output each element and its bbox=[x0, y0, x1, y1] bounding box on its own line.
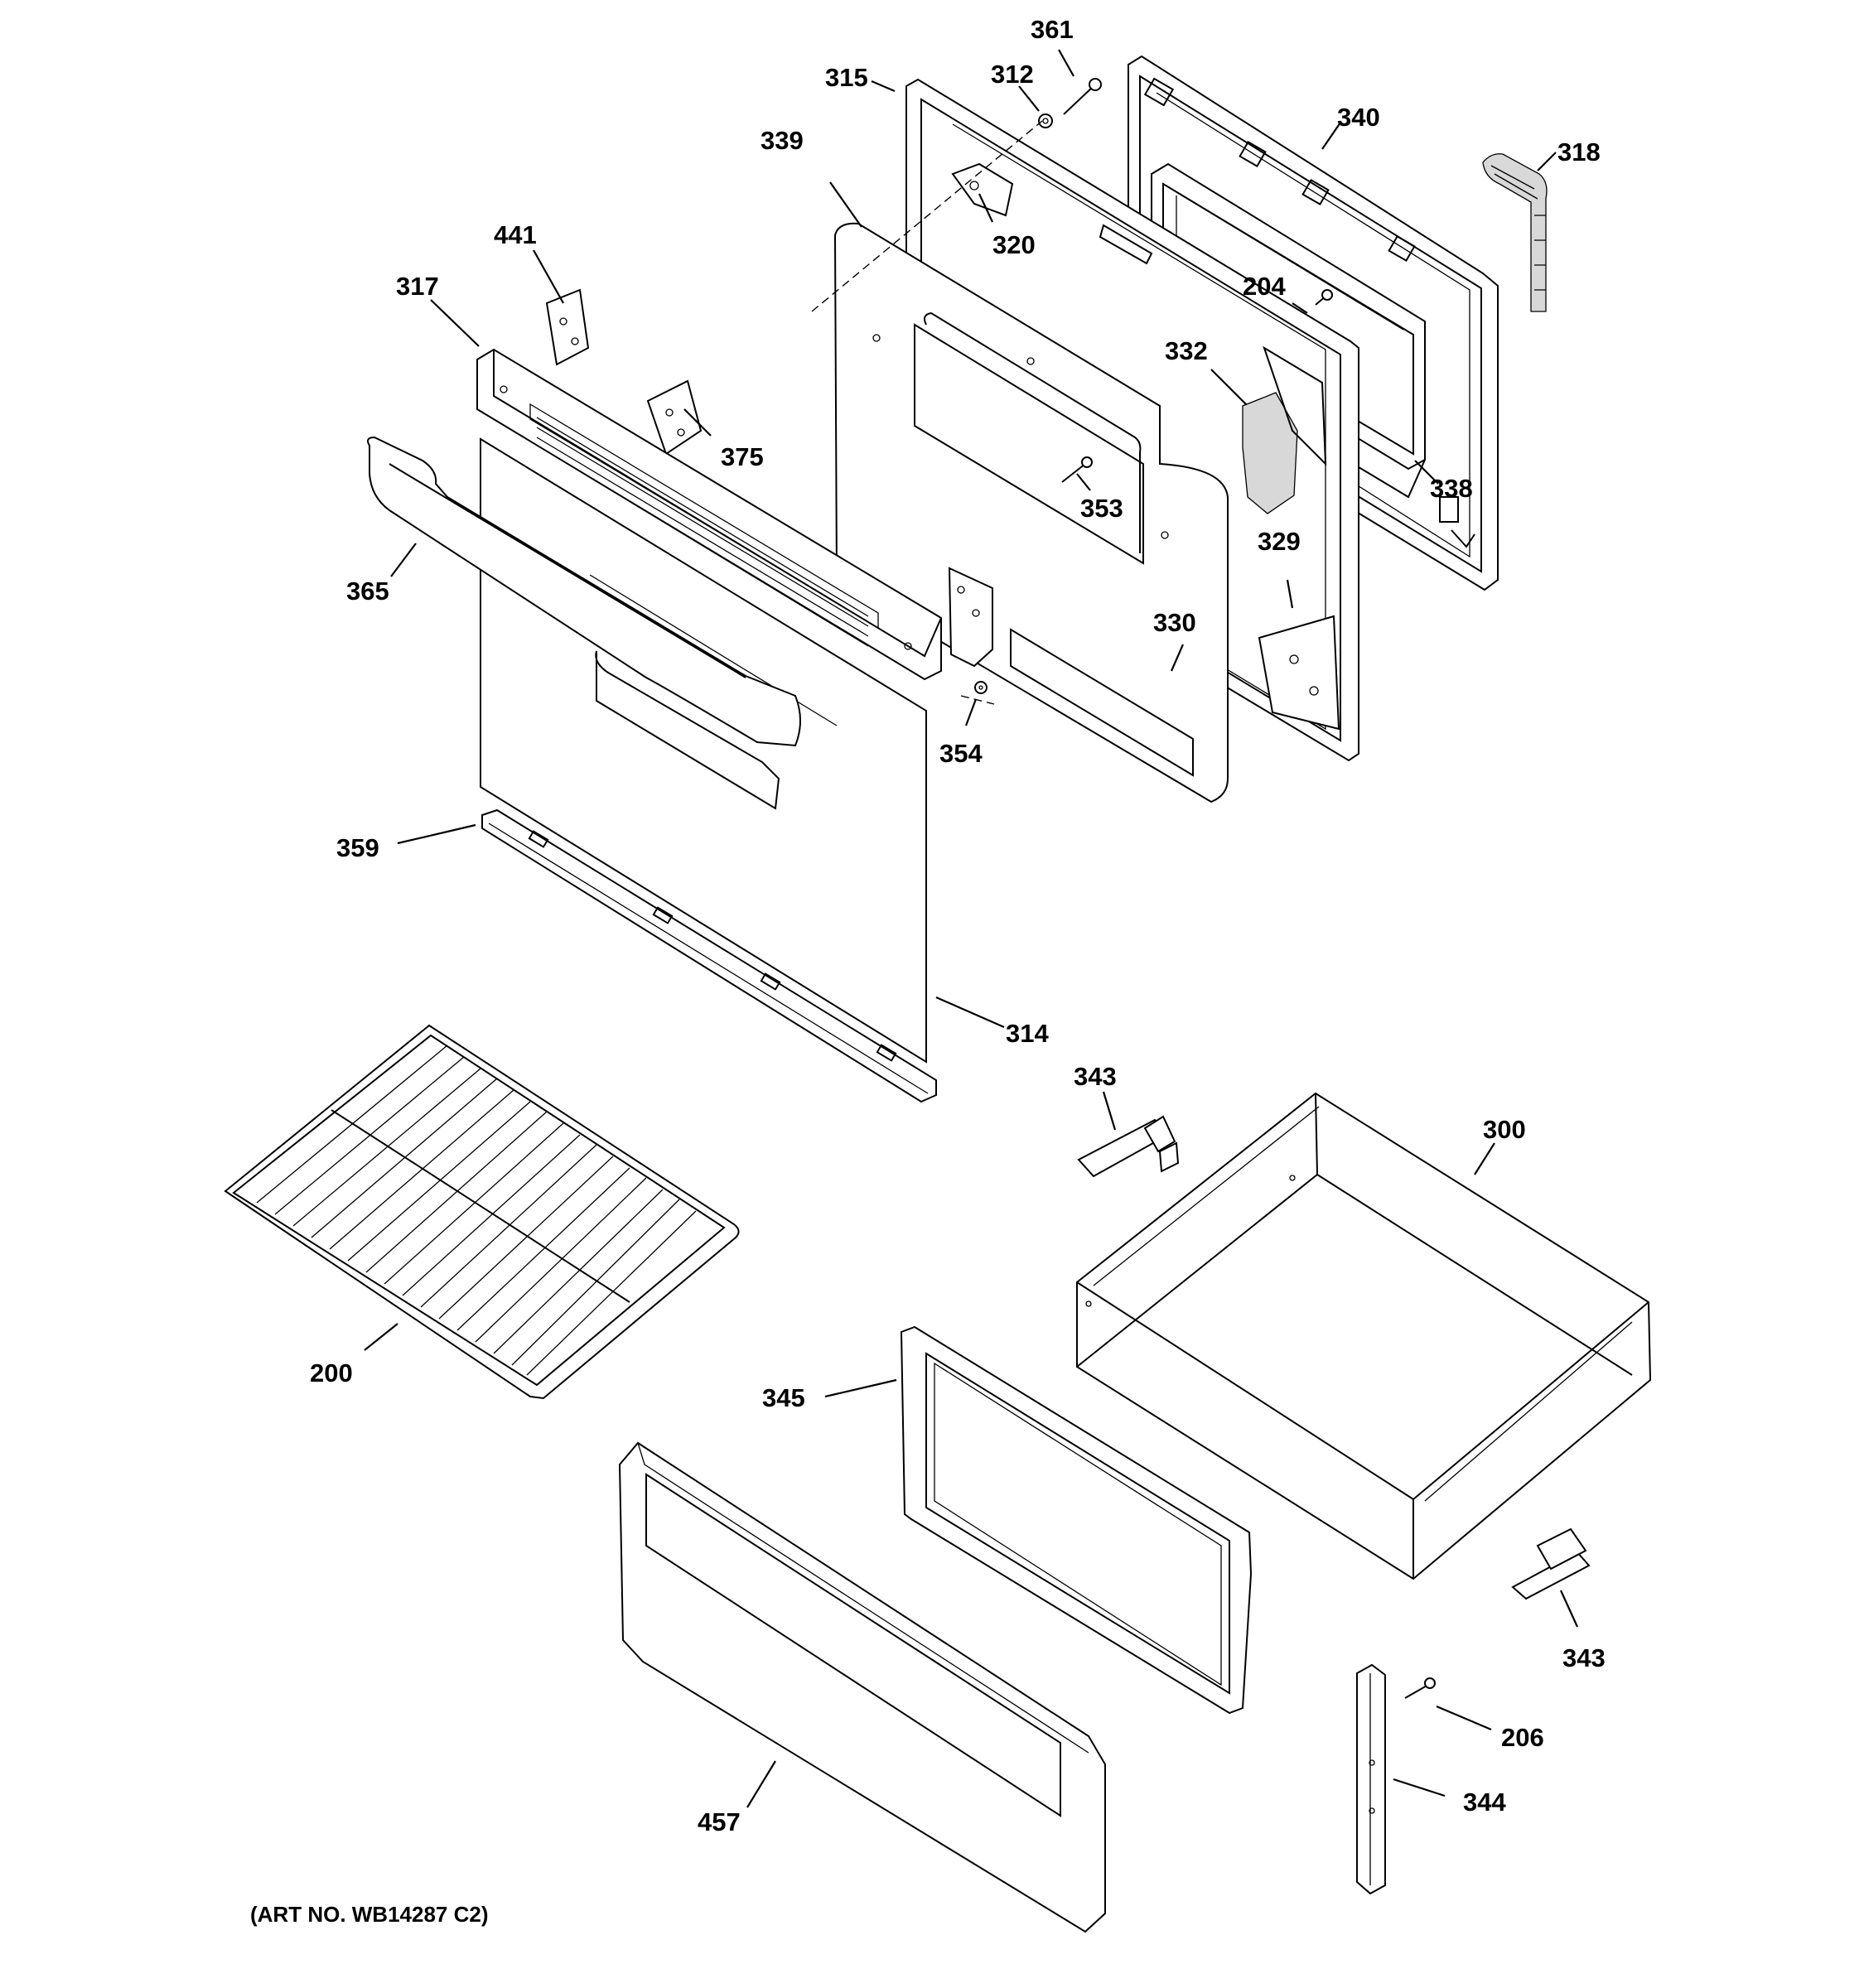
callout-314: 314 bbox=[1006, 1019, 1049, 1048]
part-206-screw bbox=[1404, 1677, 1436, 1699]
callout-200: 200 bbox=[310, 1358, 353, 1387]
part-332-hinge-insulation bbox=[1242, 345, 1327, 514]
callout-206: 206 bbox=[1501, 1723, 1544, 1752]
callout-labels: 361 312 315 340 318 339 320 204 441 317 … bbox=[310, 15, 1606, 1836]
callout-361: 361 bbox=[1031, 15, 1074, 44]
part-359-bottom-trim bbox=[481, 808, 937, 1103]
art-number: (ART NO. WB14287 C2) bbox=[250, 1902, 489, 1927]
callout-343-lower: 343 bbox=[1562, 1643, 1606, 1672]
callout-353: 353 bbox=[1080, 494, 1123, 523]
callout-330: 330 bbox=[1153, 608, 1196, 637]
callout-315: 315 bbox=[825, 63, 868, 92]
callout-344: 344 bbox=[1463, 1788, 1506, 1817]
part-365-door-handle bbox=[367, 436, 801, 810]
part-344-side-rail bbox=[1356, 1663, 1386, 1895]
part-320-hinge-bracket bbox=[951, 162, 1014, 217]
callout-338: 338 bbox=[1430, 474, 1473, 503]
part-318-door-gasket bbox=[1482, 153, 1548, 312]
part-345-drawer-inner-panel bbox=[900, 1325, 1253, 1715]
leader-lines bbox=[364, 49, 1579, 1808]
callout-354: 354 bbox=[939, 739, 983, 768]
part-300-drawer-body bbox=[1076, 1092, 1652, 1580]
callout-345: 345 bbox=[762, 1383, 805, 1412]
callout-320: 320 bbox=[992, 230, 1036, 259]
callout-375: 375 bbox=[721, 442, 764, 471]
part-hinge-plate-center bbox=[948, 567, 993, 668]
part-339-inner-door-panel bbox=[833, 222, 1229, 803]
callout-204: 204 bbox=[1243, 272, 1286, 301]
part-312-nut bbox=[1038, 113, 1053, 128]
callout-441: 441 bbox=[494, 220, 537, 249]
callout-343-upper: 343 bbox=[1074, 1062, 1117, 1091]
part-354-screw bbox=[974, 681, 988, 694]
part-343-drawer-glide-upper bbox=[1077, 1115, 1180, 1178]
callout-329: 329 bbox=[1258, 527, 1301, 556]
callout-332: 332 bbox=[1165, 336, 1208, 365]
part-200-oven-rack bbox=[224, 1024, 740, 1400]
part-353-screw bbox=[1061, 456, 1093, 483]
part-441-bracket bbox=[545, 288, 590, 366]
part-329-hinge-bracket-lower bbox=[1258, 615, 1340, 731]
part-457-drawer-front bbox=[618, 1441, 1106, 1933]
callout-318: 318 bbox=[1557, 138, 1601, 166]
callout-365: 365 bbox=[346, 577, 389, 606]
callout-300: 300 bbox=[1483, 1115, 1526, 1144]
part-343-drawer-glide-lower bbox=[1511, 1527, 1591, 1600]
part-317-vent-trim bbox=[476, 348, 942, 681]
part-204-screw bbox=[1315, 289, 1333, 306]
callout-340: 340 bbox=[1337, 103, 1380, 132]
callout-359: 359 bbox=[336, 833, 379, 862]
callout-457: 457 bbox=[698, 1807, 741, 1836]
callout-317: 317 bbox=[396, 272, 439, 301]
callout-339: 339 bbox=[761, 126, 804, 155]
callout-312: 312 bbox=[991, 60, 1034, 89]
part-361-screw bbox=[1063, 78, 1102, 115]
part-375-bracket bbox=[646, 379, 703, 456]
